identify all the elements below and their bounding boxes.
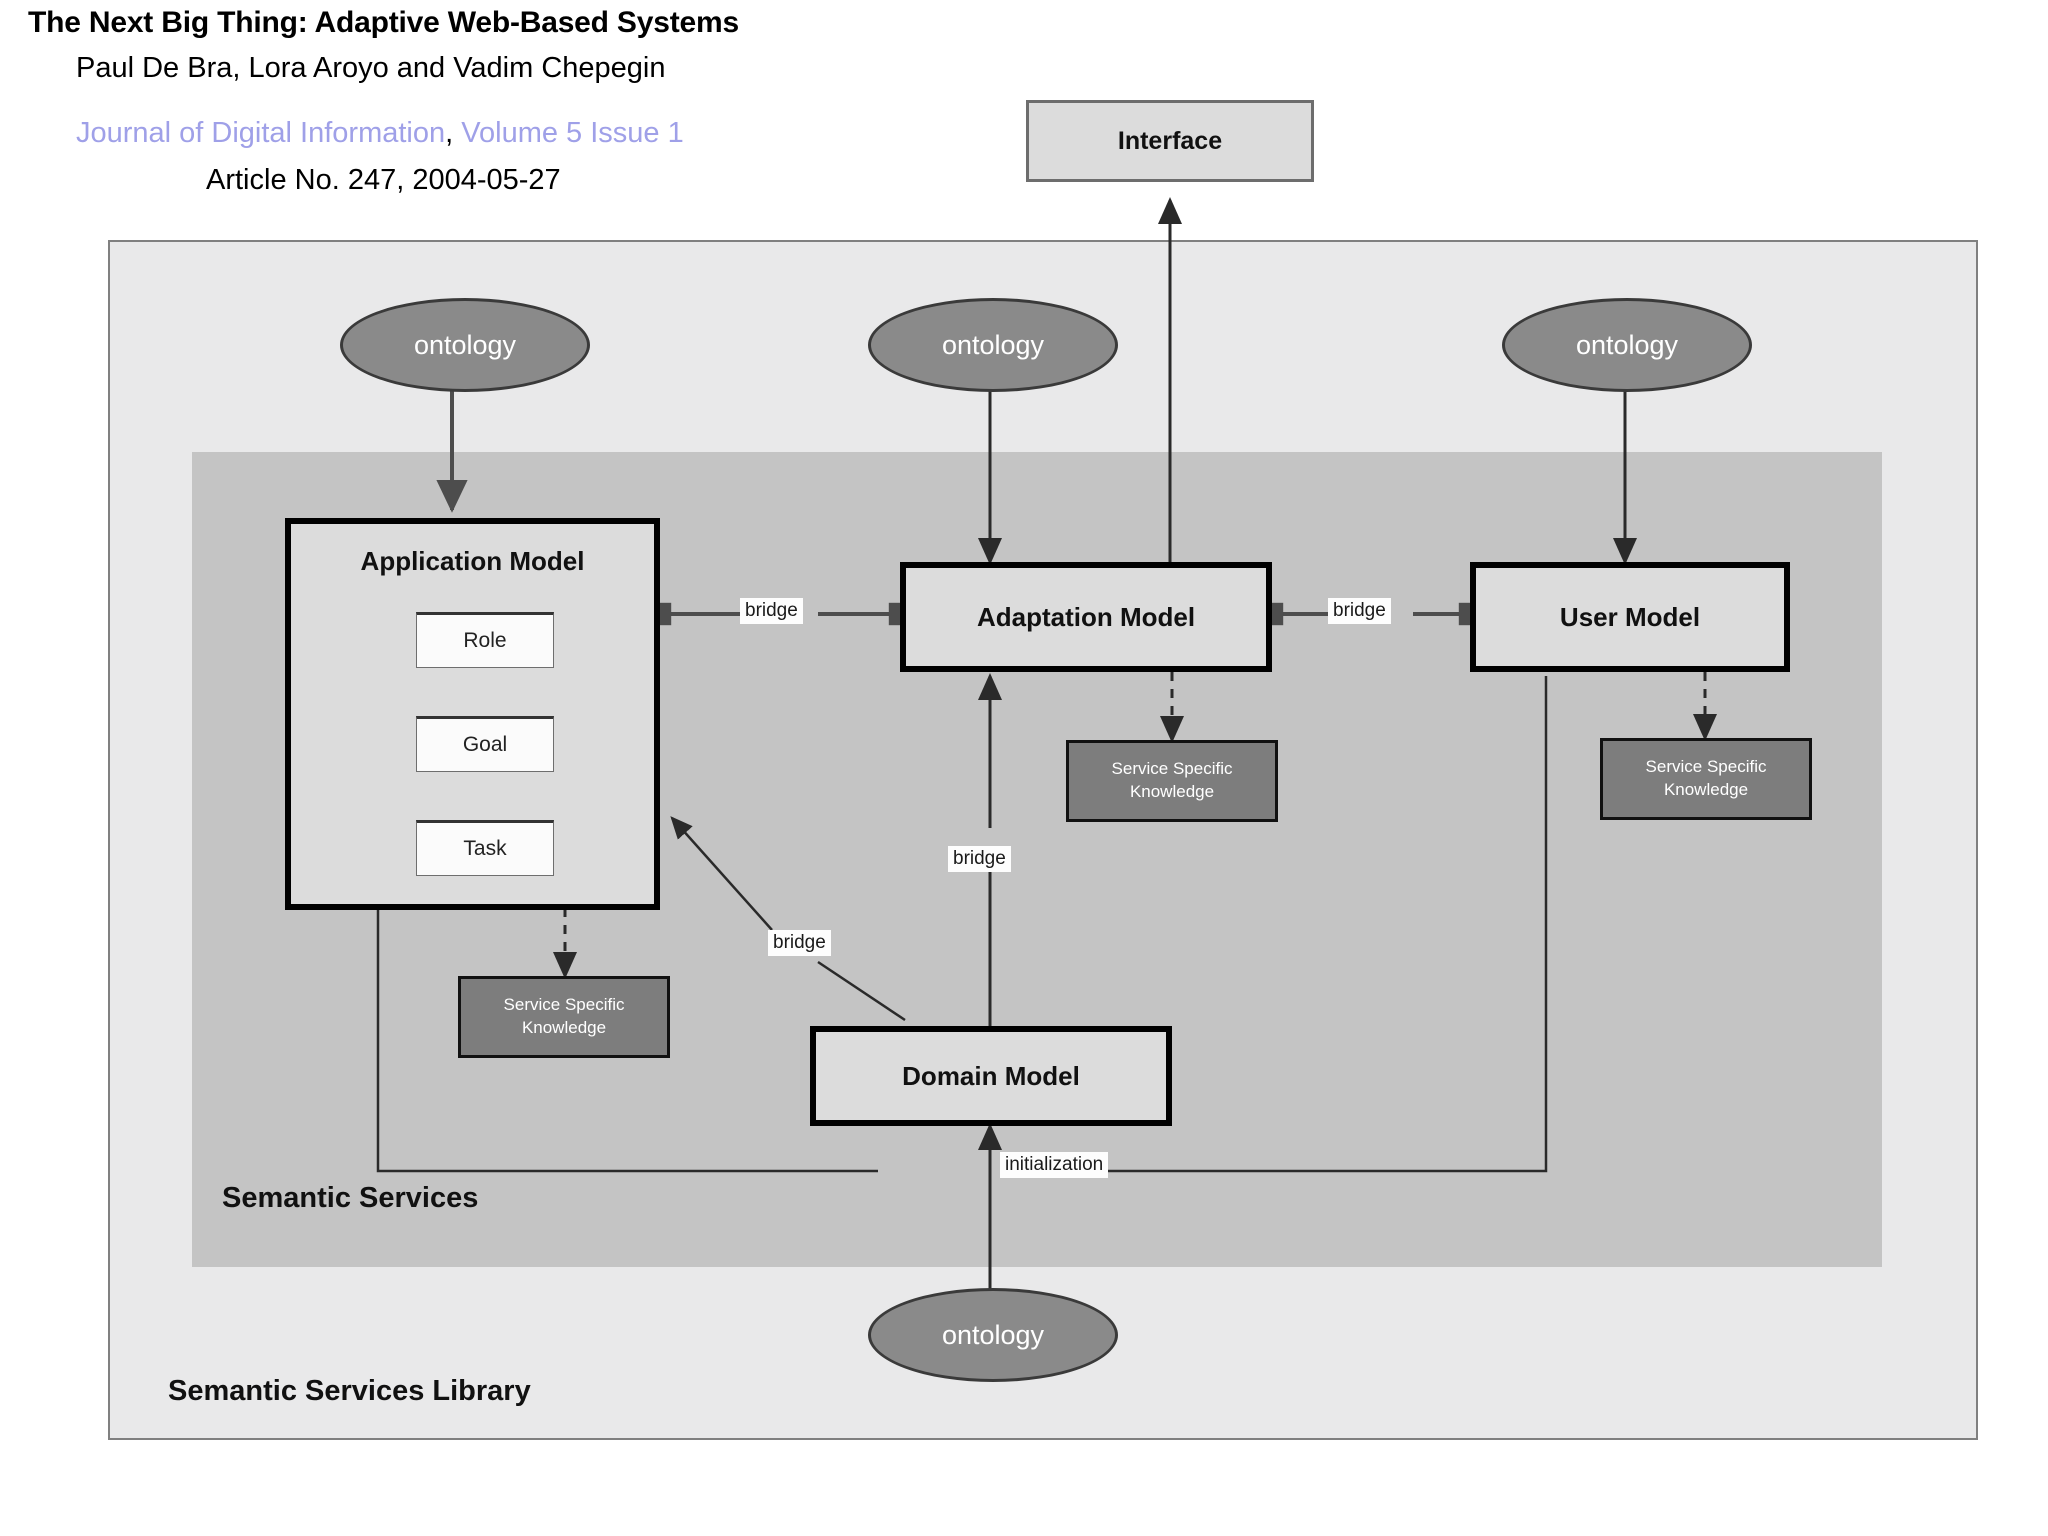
node-interface[interactable]: Interface (1026, 100, 1314, 182)
node-domain-model[interactable]: Domain Model (810, 1026, 1172, 1126)
node-task-label: Task (463, 837, 507, 860)
semantic-services-library-label: Semantic Services Library (168, 1375, 531, 1407)
node-interface-label: Interface (1117, 126, 1223, 155)
node-service-specific-knowledge-right[interactable]: Service Specific Knowledge (1600, 738, 1812, 820)
ontology-mid-label: ontology (941, 329, 1045, 360)
ssk-right-line1: Service Specific (1645, 757, 1767, 777)
node-role[interactable]: Role (416, 612, 554, 668)
node-user-model-label: User Model (1559, 601, 1701, 632)
edge-label-bridge-app-adaptation: bridge (740, 598, 803, 624)
node-goal[interactable]: Goal (416, 716, 554, 772)
ontology-ellipse-left[interactable]: ontology (340, 298, 590, 392)
node-domain-model-label: Domain Model (902, 1060, 1080, 1091)
node-role-label: Role (463, 629, 507, 652)
node-user-model[interactable]: User Model (1470, 562, 1790, 672)
ssk-left-line2: Knowledge (521, 1018, 607, 1037)
ssk-mid-line1: Service Specific (1111, 759, 1233, 779)
node-goal-label: Goal (462, 733, 508, 756)
edge-label-bridge-adaptation-user: bridge (1328, 598, 1391, 624)
node-application-model[interactable]: Application Model Role Goal Task (285, 518, 660, 910)
page-title: The Next Big Thing: Adaptive Web-Based S… (28, 6, 739, 39)
ontology-ellipse-right[interactable]: ontology (1502, 298, 1752, 392)
article-header: The Next Big Thing: Adaptive Web-Based S… (0, 0, 2048, 200)
ontology-bottom-label: ontology (941, 1319, 1045, 1350)
author-list: Paul De Bra, Lora Aroyo and Vadim Chepeg… (76, 52, 666, 84)
edge-label-bridge-domain-application: bridge (768, 930, 831, 956)
ontology-ellipse-bottom[interactable]: ontology (868, 1288, 1118, 1382)
node-service-specific-knowledge-mid[interactable]: Service Specific Knowledge (1066, 740, 1278, 822)
journal-citation: Journal of Digital Information, Volume 5… (76, 117, 684, 150)
edge-label-bridge-domain-adaptation: bridge (948, 846, 1011, 872)
journal-name-link[interactable]: Journal of Digital Information (76, 117, 446, 149)
node-service-specific-knowledge-left[interactable]: Service Specific Knowledge (458, 976, 670, 1058)
ontology-ellipse-mid[interactable]: ontology (868, 298, 1118, 392)
ssk-left-line1: Service Specific (503, 995, 625, 1015)
journal-volume-link[interactable]: Volume 5 Issue 1 (461, 117, 684, 149)
node-adaptation-model-label: Adaptation Model (976, 601, 1196, 632)
ontology-left-label: ontology (413, 329, 517, 360)
node-task[interactable]: Task (416, 820, 554, 876)
article-number: Article No. 247, 2004-05-27 (206, 164, 561, 196)
ssk-mid-line2: Knowledge (1129, 782, 1215, 801)
semantic-services-label: Semantic Services (222, 1182, 479, 1214)
ssk-right-line2: Knowledge (1663, 780, 1749, 799)
node-adaptation-model[interactable]: Adaptation Model (900, 562, 1272, 672)
edge-label-initialization: initialization (1000, 1152, 1109, 1178)
node-application-model-label: Application Model (360, 546, 585, 576)
journal-separator: , (445, 117, 454, 149)
ontology-right-label: ontology (1575, 329, 1679, 360)
